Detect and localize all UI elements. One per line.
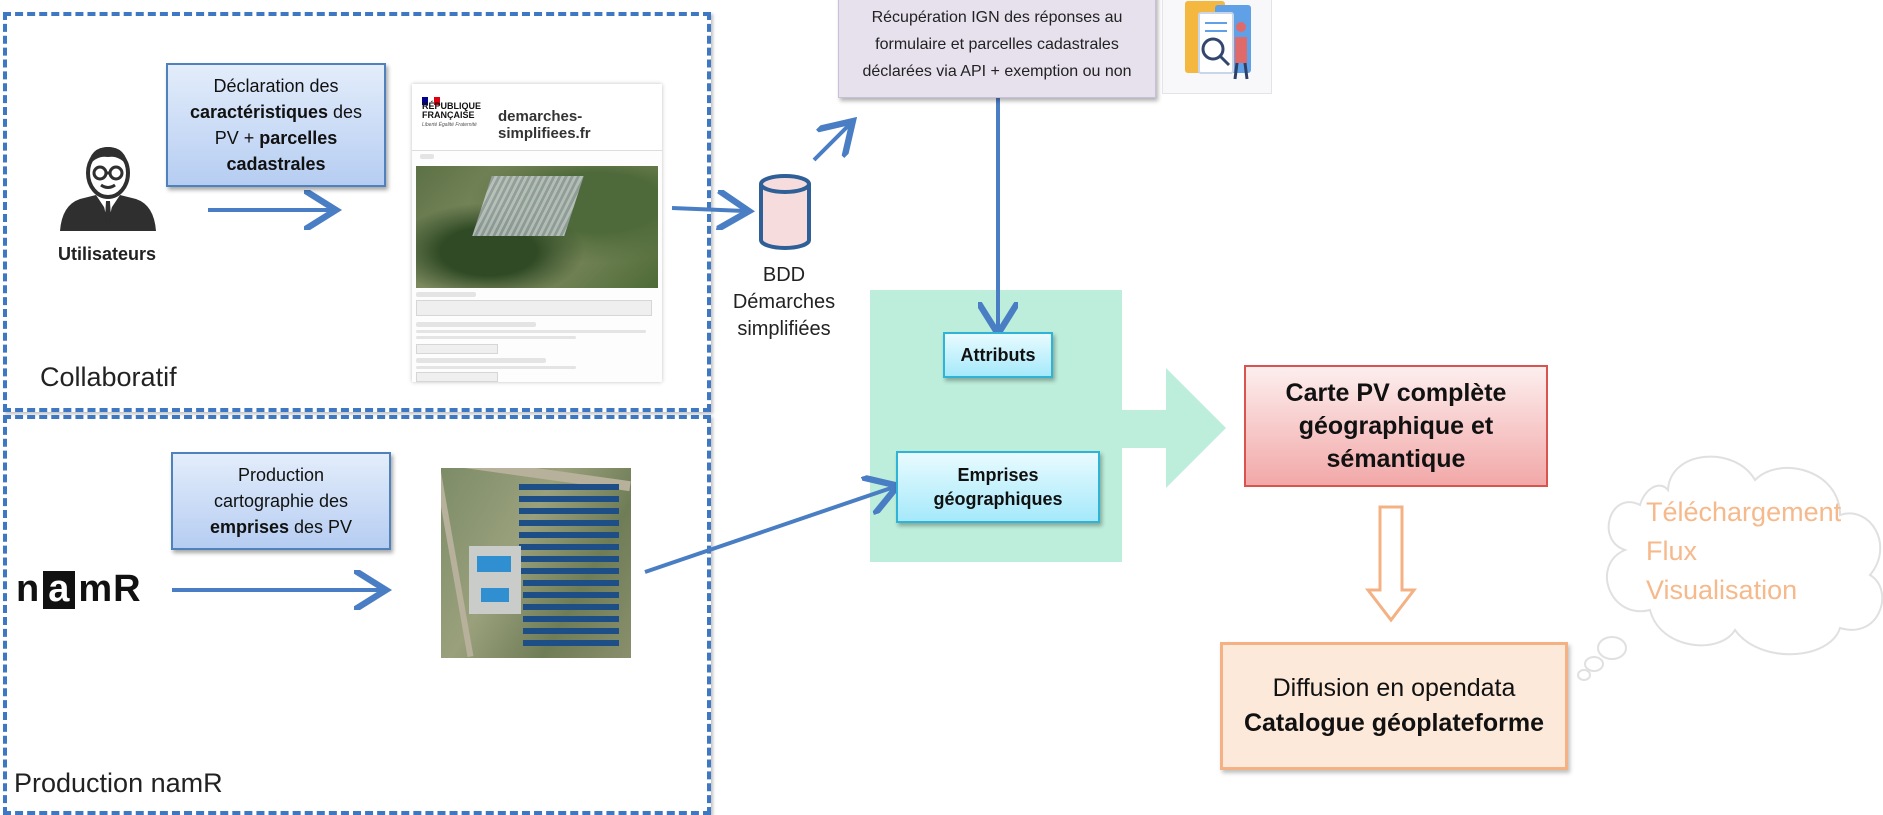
- ds-motto: Liberté Égalité Fraternité: [422, 122, 477, 128]
- database-icon: [759, 174, 811, 250]
- arrow-aerial-to-emprises: [644, 487, 894, 574]
- attributs-label: Attributs: [960, 345, 1036, 365]
- emprises-box: Emprises géographiques: [896, 451, 1100, 523]
- ign-recuperation-box: Récupération IGN des réponses au formula…: [838, 0, 1156, 98]
- cloud-line3: Visualisation: [1646, 575, 1798, 605]
- carte-pv-line2: géographique et: [1298, 411, 1494, 440]
- emprises-line1: Emprises: [957, 465, 1039, 485]
- fat-green-arrow: [1122, 368, 1226, 488]
- aerial-solar-photo: [441, 468, 631, 658]
- ds-header: RÉPUBLIQUE FRANÇAISE Liberté Égalité Fra…: [412, 84, 662, 151]
- production-label: Production namR: [14, 768, 223, 798]
- production-bold: emprises: [209, 517, 289, 537]
- declaration-bold1: caractéristiques: [189, 102, 329, 122]
- cloud-line2: Flux: [1646, 536, 1698, 566]
- namr-logo-a: a: [43, 570, 76, 609]
- declaration-line3: PV +: [214, 128, 260, 148]
- french-flag-icon: [422, 92, 442, 105]
- namr-logo-n: n: [16, 568, 41, 610]
- production-line3: des PV: [289, 517, 353, 537]
- ds-solar-panel: [472, 176, 584, 236]
- carte-pv-box: Carte PV complète géographique et sémant…: [1244, 365, 1548, 487]
- bdd-line2: Démarches: [732, 291, 836, 313]
- ds-republique: RÉPUBLIQUE FRANÇAISE: [422, 101, 482, 120]
- cloud-line1: Téléchargement: [1646, 497, 1842, 527]
- arrow-bdd-to-ign: [812, 124, 850, 162]
- cloud-text: Téléchargement Flux Visualisation: [1646, 493, 1841, 610]
- diffusion-line2: Catalogue géoplateforme: [1243, 709, 1545, 737]
- production-line2: cartographie des: [213, 491, 349, 511]
- emprises-line2: géographiques: [933, 489, 1063, 509]
- user-avatar-icon: [60, 147, 156, 231]
- bdd-line1: BDD: [762, 264, 806, 286]
- ds-site-name: demarches-simplifiees.fr: [498, 108, 591, 142]
- carte-pv-line1: Carte PV complète: [1285, 378, 1507, 407]
- declaration-line1: Déclaration des: [213, 76, 339, 96]
- ign-text: Récupération IGN des réponses au formula…: [862, 8, 1132, 80]
- ds-nav-line: [420, 154, 434, 159]
- collaboratif-section: [3, 12, 711, 412]
- declaration-bold3: cadastrales: [226, 154, 326, 174]
- carte-pv-line3: sémantique: [1326, 444, 1466, 473]
- namr-logo-mr: mR: [78, 568, 142, 610]
- diffusion-line1: Diffusion en opendata: [1272, 674, 1516, 702]
- arrow-form-to-bdd: [671, 208, 745, 211]
- diffusion-box: Diffusion en opendata Catalogue géoplate…: [1220, 642, 1568, 770]
- declaration-line2: des: [328, 102, 363, 122]
- declaration-box: Déclaration des caractéristiques des PV …: [166, 63, 386, 187]
- hollow-down-arrow: [1364, 505, 1418, 623]
- cloud-shape: [1577, 455, 1883, 681]
- attributs-box: Attributs: [943, 332, 1053, 378]
- document-analysis-icon: [1162, 0, 1272, 94]
- demarches-simplifiees-screenshot: RÉPUBLIQUE FRANÇAISE Liberté Égalité Fra…: [412, 84, 662, 382]
- bdd-label: BDD Démarches simplifiées: [726, 262, 842, 343]
- production-line1: Production: [237, 465, 325, 485]
- users-label: Utilisateurs: [58, 244, 157, 264]
- bdd-line3: simplifiées: [737, 318, 831, 340]
- production-cartographie-box: Production cartographie des emprises des…: [171, 452, 391, 550]
- collaboratif-label: Collaboratif: [40, 362, 177, 392]
- declaration-bold2: parcelles: [259, 128, 338, 148]
